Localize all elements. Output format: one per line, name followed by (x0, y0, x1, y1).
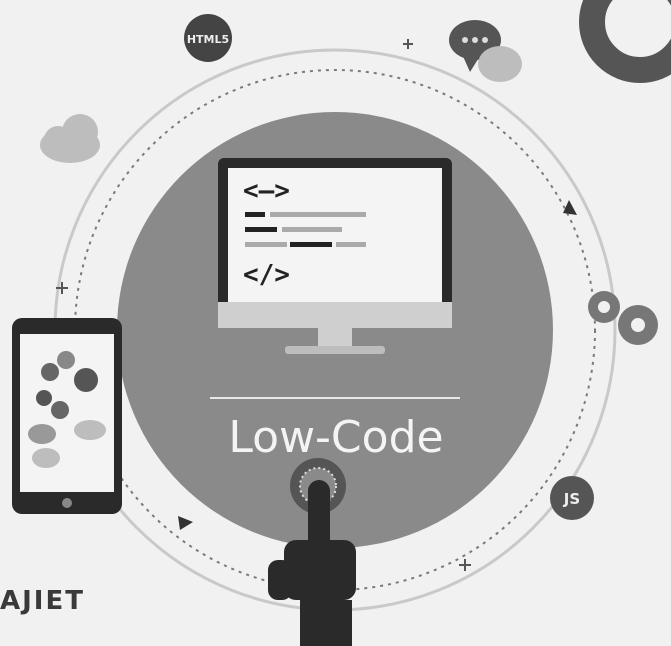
chat-bubble-icon (449, 20, 522, 82)
donut-icon (579, 0, 671, 83)
js-badge-icon: JS (550, 476, 594, 520)
code-close-tag: </> (243, 260, 290, 290)
sparkle-icon (56, 39, 471, 571)
html5-badge-icon: HTML5 (184, 14, 232, 62)
monitor-icon (218, 158, 452, 354)
pointing-hand-icon (268, 458, 356, 646)
code-open-tag: <–> (243, 176, 290, 206)
svg-text:JS: JS (563, 490, 580, 508)
orbit-arrow-bottom (178, 516, 193, 530)
svg-text:HTML5: HTML5 (187, 33, 229, 46)
low-code-label: Low-Code (228, 412, 444, 463)
caption-text: AJIET (0, 586, 85, 616)
tablet-icon (12, 318, 122, 514)
cloud-icon (40, 114, 100, 163)
gear-icon (588, 291, 658, 345)
orbit-arrow-right (563, 200, 577, 215)
